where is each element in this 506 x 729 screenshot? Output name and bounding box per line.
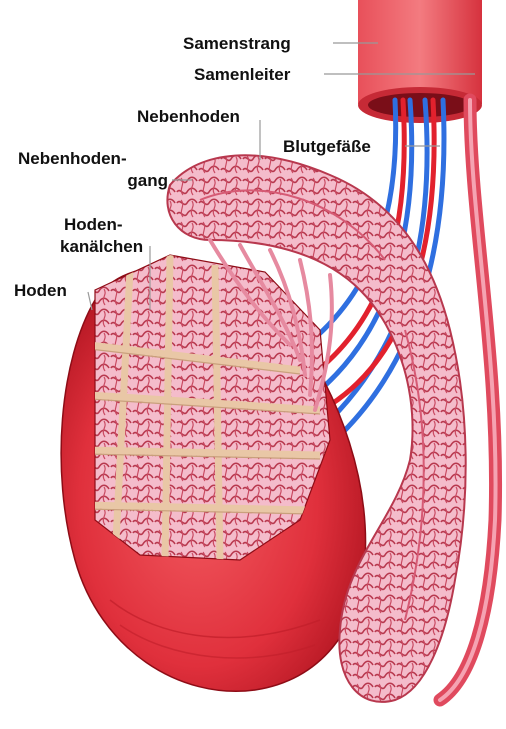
label-nebenhodengang-line2: gang bbox=[18, 170, 168, 191]
label-hodenkanaelchen-line2: kanälchen bbox=[60, 236, 143, 257]
label-nebenhoden: Nebenhoden bbox=[137, 106, 240, 127]
label-hodenkanaelchen-line1: Hoden- bbox=[64, 214, 123, 235]
label-blutgefaesse: Blutgefäße bbox=[283, 136, 371, 157]
label-nebenhodengang-line1: Nebenhoden- bbox=[18, 148, 127, 169]
label-samenstrang: Samenstrang bbox=[183, 33, 291, 54]
label-samenleiter: Samenleiter bbox=[194, 64, 290, 85]
label-hoden: Hoden bbox=[14, 280, 67, 301]
tubules-section bbox=[85, 255, 330, 560]
spermatic-cord bbox=[358, 0, 482, 123]
